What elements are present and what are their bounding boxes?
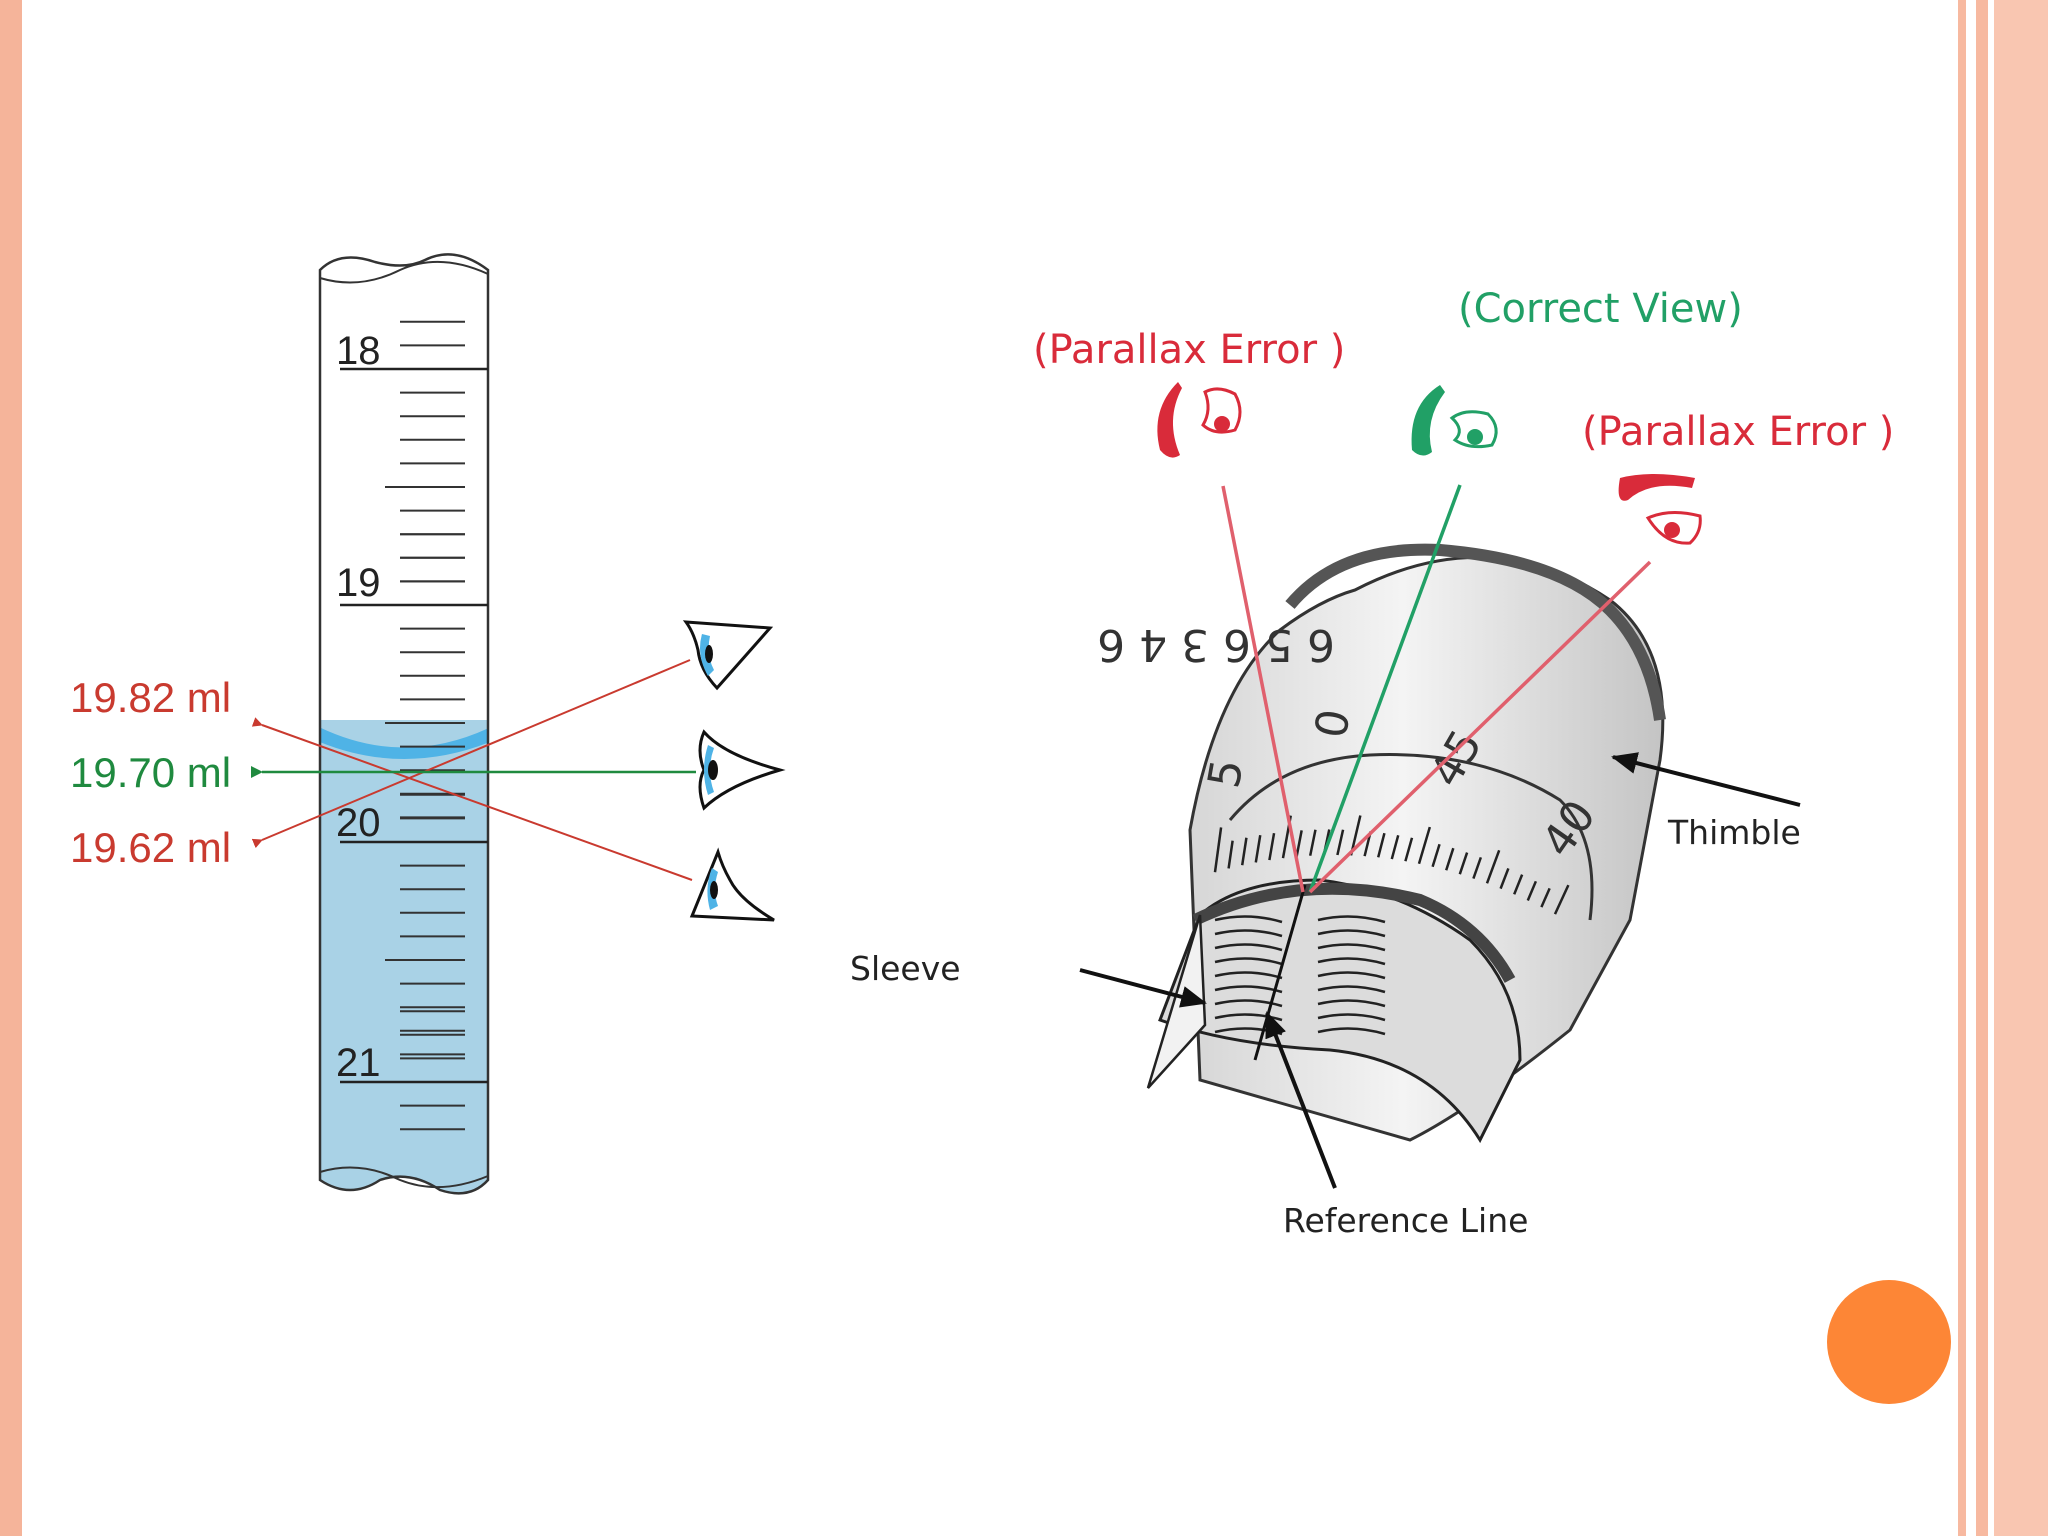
thimble-tick: [1295, 830, 1303, 857]
thimble-tick: [1404, 837, 1414, 862]
slide-decoration-dot: [1827, 1280, 1951, 1404]
thimble-label: Thimble: [1667, 813, 1801, 852]
thimble-tick: [1417, 826, 1432, 865]
reference-line: [1253, 884, 1307, 1061]
sleeve-tick: [1317, 971, 1386, 980]
eye-left-parallax-icon: [1157, 382, 1242, 458]
cylinder-scale-ticks: [385, 320, 465, 1131]
sleeve-tick: [1214, 957, 1283, 966]
sleeve-pointer-arrow: [1079, 968, 1207, 1008]
reading-correct: 19.70 ml: [70, 749, 231, 796]
thimble-rear-digits: 6 5 6 3 4 6: [1097, 619, 1335, 670]
graduated-cylinder: 18 19 20 21: [318, 253, 490, 1195]
slide-right-border-stripe: [1976, 0, 1988, 1536]
sleeve-front-flap: [1146, 914, 1207, 1089]
reference-line-label: Reference Line: [1283, 1201, 1528, 1240]
sleeve-tick: [1317, 1027, 1386, 1036]
thimble-tick: [1376, 832, 1386, 858]
scale-label-21: 21: [336, 1041, 381, 1085]
sleeve-tick: [1317, 943, 1386, 952]
sleeve-edge-shadow: [1192, 882, 1516, 983]
sleeve-tick: [1317, 999, 1386, 1008]
thimble-pointer-arrow: [1611, 752, 1801, 807]
liquid-fill: [320, 720, 488, 1194]
sleeve-tick: [1214, 943, 1283, 952]
sleeve-tick: [1317, 915, 1386, 924]
sleeve-tick: [1317, 985, 1386, 994]
thimble-tick: [1431, 843, 1441, 868]
parallax-error-left-label: (Parallax Error ): [1033, 327, 1345, 373]
eye-level-icon: [698, 729, 786, 811]
scale-label-20: 20: [336, 801, 381, 845]
sleeve-label: Sleeve: [850, 949, 961, 988]
reading-high: 19.82 ml: [70, 674, 231, 721]
reference-line-pointer-arrow: [1265, 1011, 1337, 1189]
sight-line-low-eye: [251, 717, 693, 881]
micrometer: 6 5 6 3 4 6 5 0 45 40: [1097, 543, 1666, 1144]
thimble-tick: [1390, 834, 1400, 860]
thimble-tick: [1336, 829, 1345, 856]
meniscus: [320, 725, 488, 759]
thimble-tick: [1458, 852, 1469, 875]
eye-right-parallax-icon: [1618, 474, 1702, 545]
sleeve-tick: [1317, 1013, 1386, 1022]
sleeve-tick: [1214, 929, 1283, 938]
cylinder-bottom-edge: [319, 1166, 489, 1189]
thimble-tick: [1485, 849, 1501, 884]
thimble-rim: [1285, 543, 1666, 721]
sight-line-high-eye: [251, 659, 691, 849]
slide-right-border: [1994, 0, 2048, 1536]
thimble-tick: [1553, 884, 1570, 915]
micrometer-sight-line-right: [1308, 560, 1652, 894]
scale-label-18: 18: [336, 329, 381, 373]
thimble-tick: [1526, 880, 1538, 901]
sleeve-tick: [1214, 915, 1283, 924]
micrometer-sight-line-center: [1308, 484, 1462, 893]
cylinder-top-edge: [319, 261, 489, 284]
slide-right-border-stripe: [1958, 0, 1966, 1536]
correct-view-label: (Correct View): [1458, 286, 1743, 332]
eye-low-icon: [689, 847, 775, 922]
thimble-tick: [1254, 835, 1262, 863]
sleeve-tick: [1317, 929, 1386, 938]
sleeve-scale-ticks: [1214, 915, 1386, 1036]
eye-center-correct-icon: [1411, 385, 1498, 456]
sleeve-tick: [1317, 957, 1386, 966]
thimble-tick: [1213, 827, 1223, 873]
scale-label-19: 19: [336, 561, 381, 605]
thimble-tick: [1240, 837, 1248, 866]
thimble-tick: [1513, 874, 1524, 895]
thimble-tick: [1268, 832, 1276, 861]
thimble-bevel-edge: [1228, 753, 1594, 921]
cylinder-outline: [318, 253, 490, 1195]
reading-low: 19.62 ml: [70, 824, 231, 871]
thimble-tick: [1540, 887, 1551, 908]
eye-high-icon: [682, 620, 774, 691]
thimble-tick: [1472, 856, 1483, 879]
thimble-tick: [1445, 847, 1455, 871]
sleeve-tick: [1214, 971, 1283, 980]
parallax-error-right-label: (Parallax Error ): [1582, 409, 1894, 455]
thimble-tick: [1308, 829, 1317, 856]
micrometer-sight-line-left: [1221, 485, 1305, 893]
thimble-tick: [1227, 840, 1234, 869]
thimble-tick: [1499, 867, 1510, 890]
sleeve-tick: [1214, 999, 1283, 1008]
slide-left-border: [0, 0, 22, 1536]
